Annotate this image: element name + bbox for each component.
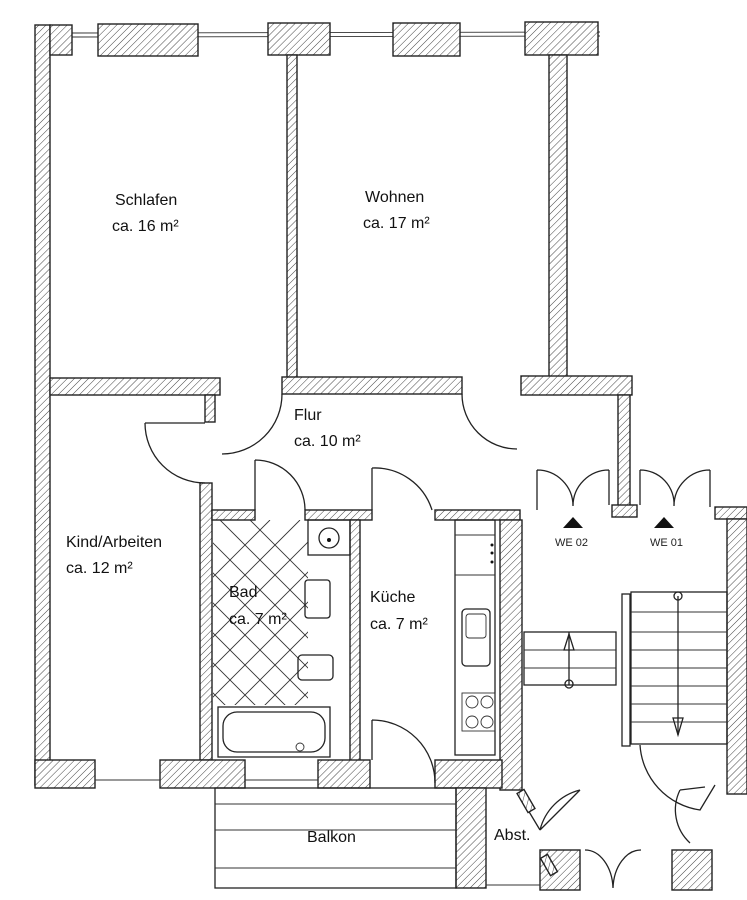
room-label-abstellraum: Abst. — [494, 827, 530, 844]
room-label-flur: Flur — [294, 407, 322, 424]
staircase — [523, 591, 728, 747]
room-area-bad: ca. 7 m² — [229, 611, 287, 628]
walls — [34, 21, 747, 891]
unit-markers — [563, 517, 674, 528]
room-label-bad: Bad — [229, 584, 257, 601]
room-area-kueche: ca. 7 m² — [370, 616, 428, 633]
room-area-flur: ca. 10 m² — [294, 433, 361, 450]
room-area-wohnen: ca. 17 m² — [363, 215, 430, 232]
room-label-kueche: Küche — [370, 589, 415, 606]
room-label-wohnen: Wohnen — [365, 189, 424, 206]
room-label-schlafen: Schlafen — [115, 192, 177, 209]
balcony — [214, 787, 457, 889]
unit-label-we01: WE 01 — [650, 537, 683, 549]
room-area-schlafen: ca. 16 m² — [112, 218, 179, 235]
room-label-kind-arbeiten: Kind/Arbeiten — [66, 534, 162, 551]
room-area-kind-arbeiten: ca. 12 m² — [66, 560, 133, 577]
doors — [144, 393, 716, 889]
kitchen-fixtures — [454, 519, 496, 756]
bathroom-fixtures — [213, 519, 351, 758]
room-label-balkon: Balkon — [307, 829, 356, 846]
unit-label-we02: WE 02 — [555, 537, 588, 549]
